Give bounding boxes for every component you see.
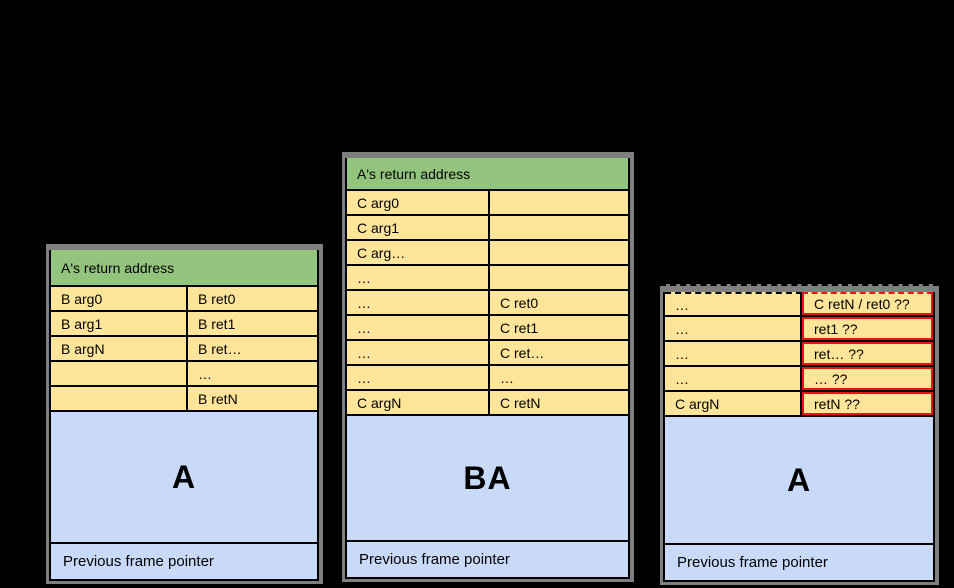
- arg-cell: C arg1: [347, 216, 490, 239]
- ret-cell: …: [490, 366, 628, 389]
- ret-cell: [490, 191, 628, 214]
- ret-cell: C retN / ret0 ??: [802, 292, 933, 315]
- table-row: …… ??: [665, 367, 933, 392]
- table-row: C arg1: [347, 216, 628, 241]
- arg-cell: …: [665, 367, 802, 390]
- ret-cell: B ret1: [188, 312, 317, 335]
- frame-label: A: [171, 458, 197, 495]
- arg-cell: B arg1: [51, 312, 188, 335]
- ret-cell: retN ??: [802, 392, 933, 415]
- table-row: …ret… ??: [665, 342, 933, 367]
- ret-cell: [490, 216, 628, 239]
- arg-cell: …: [347, 266, 490, 289]
- arg-cell: [51, 362, 188, 385]
- arg-cell: …: [347, 291, 490, 314]
- arg-cell: B arg0: [51, 287, 188, 310]
- arg-cell: …: [665, 292, 802, 315]
- stack-rows: …C retN / ret0 ??…ret1 ??…ret… ??…… ??C …: [665, 292, 933, 417]
- frame-label: BA: [463, 459, 512, 496]
- arg-cell: C argN: [347, 391, 490, 414]
- ret-cell: C ret0: [490, 291, 628, 314]
- arg-cell: …: [347, 341, 490, 364]
- ret-cell: B retN: [188, 387, 317, 410]
- ret-cell: … ??: [802, 367, 933, 390]
- arg-cell: …: [665, 342, 802, 365]
- ret-cell: [490, 266, 628, 289]
- frame-body: A: [51, 412, 317, 544]
- table-row: …: [347, 266, 628, 291]
- table-row: …: [51, 362, 317, 387]
- return-address-header: A's return address: [347, 158, 628, 191]
- frame-label: A: [786, 461, 812, 498]
- ret-cell: ret1 ??: [802, 317, 933, 340]
- ret-cell: ret… ??: [802, 342, 933, 365]
- arg-cell: …: [665, 317, 802, 340]
- previous-frame-pointer: Previous frame pointer: [347, 542, 628, 577]
- ret-cell: [490, 241, 628, 264]
- ret-cell: B ret0: [188, 287, 317, 310]
- table-row: …C ret1: [347, 316, 628, 341]
- arg-cell: B argN: [51, 337, 188, 360]
- previous-frame-pointer: Previous frame pointer: [51, 544, 317, 579]
- table-row: C arg…: [347, 241, 628, 266]
- arg-cell: …: [347, 316, 490, 339]
- table-row: …C ret…: [347, 341, 628, 366]
- ret-cell: C retN: [490, 391, 628, 414]
- ret-cell: C ret1: [490, 316, 628, 339]
- ret-cell: C ret…: [490, 341, 628, 364]
- arg-cell: C argN: [665, 392, 802, 415]
- table-row: …C retN / ret0 ??: [665, 292, 933, 317]
- arg-cell: C arg…: [347, 241, 490, 264]
- stack-table: …C retN / ret0 ??…ret1 ??…ret… ??…… ??C …: [663, 292, 935, 582]
- table-row: …ret1 ??: [665, 317, 933, 342]
- frame-body: BA: [347, 416, 628, 542]
- table-row: …C ret0: [347, 291, 628, 316]
- previous-frame-pointer: Previous frame pointer: [665, 545, 933, 580]
- return-address-header: A's return address: [51, 250, 317, 287]
- frame-body: A: [665, 417, 933, 545]
- table-row: B retN: [51, 387, 317, 412]
- ret-cell: B ret…: [188, 337, 317, 360]
- stack-table-right: …C retN / ret0 ??…ret1 ??…ret… ??…… ??C …: [660, 284, 939, 585]
- table-row: ……: [347, 366, 628, 391]
- arg-cell: [51, 387, 188, 410]
- ret-cell: …: [188, 362, 317, 385]
- arg-cell: …: [347, 366, 490, 389]
- arg-cell: C arg0: [347, 191, 490, 214]
- table-row: C arg0: [347, 191, 628, 216]
